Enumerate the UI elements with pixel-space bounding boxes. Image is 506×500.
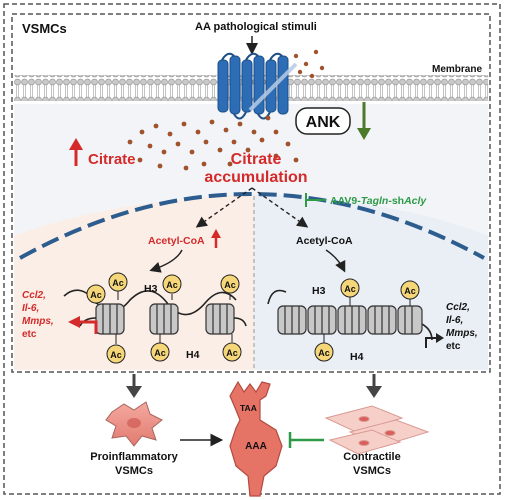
ank-box: [295, 107, 351, 135]
svg-text:Ac: Ac: [404, 286, 416, 296]
aaa-label: AAA: [245, 441, 267, 452]
ank-down-arrow: [357, 102, 371, 140]
membrane-label: Membrane: [432, 64, 482, 75]
svg-text:Ac: Ac: [224, 280, 236, 290]
acetyl-arrow-left: [149, 249, 183, 273]
acetyl-marks-right: Ac Ac Ac: [314, 278, 420, 362]
nucleus-left-panel: [14, 194, 254, 370]
svg-text:Ac: Ac: [344, 284, 356, 294]
histone-h3-right: H3: [312, 285, 326, 297]
svg-text:etc: etc: [446, 341, 461, 352]
aorta-icon: [229, 380, 283, 497]
citrate-up-arrow: [69, 138, 83, 166]
svg-text:etc: etc: [22, 329, 37, 340]
svg-text:Mmps,: Mmps,: [446, 328, 478, 339]
histone-h4-left: H4: [186, 349, 200, 361]
transcription-arrow-right: [425, 333, 444, 348]
svg-text:Ac: Ac: [226, 348, 238, 358]
contractile-cells-icon: [324, 405, 430, 455]
chromatin-left: [63, 289, 247, 335]
down-arrow-right: [366, 374, 382, 398]
genes-right: Ccl2, Il-6, Mmps, etc: [446, 302, 478, 352]
receptor-icon: [217, 52, 298, 120]
svg-text:Ccl2,: Ccl2,: [22, 290, 46, 301]
proinflammatory-label-line2: VSMCs: [115, 465, 153, 477]
acetyl-coa-right: Acetyl-CoA: [296, 235, 353, 247]
histone-h4-right: H4: [350, 351, 364, 363]
citrate-accumulation-line2: accumulation: [204, 169, 307, 186]
svg-text:Ac: Ac: [90, 290, 102, 300]
nuclear-envelope: [19, 192, 485, 260]
inhibitor-label: AAV9-Tagln-shAcly: [330, 195, 427, 207]
down-arrow-left: [126, 374, 142, 398]
svg-text:Ccl2,: Ccl2,: [446, 302, 470, 313]
svg-text:Il-6,: Il-6,: [446, 315, 463, 326]
svg-text:Mmps,: Mmps,: [22, 316, 54, 327]
extracellular-citrate-dots: [293, 49, 325, 79]
svg-text:Ac: Ac: [154, 348, 166, 358]
ank-label: ANK: [306, 114, 341, 131]
svg-text:Ac: Ac: [112, 278, 124, 288]
contractile-label-line2: VSMCs: [353, 465, 391, 477]
svg-text:Ac: Ac: [166, 280, 178, 290]
contractile-label-line1: Contractile: [343, 451, 400, 463]
cell-type-title: VSMCs: [22, 21, 67, 36]
acetyl-coa-up-arrow: [211, 229, 221, 248]
svg-text:Ac: Ac: [318, 348, 330, 358]
acetyl-marks-left: Ac Ac Ac Ac Ac Ac Ac: [86, 272, 242, 364]
acetyl-coa-left: Acetyl-CoA: [148, 235, 205, 247]
stimuli-label: AA pathological stimuli: [195, 21, 317, 33]
taa-label: TAA: [240, 403, 257, 413]
svg-text:Ac: Ac: [110, 350, 122, 360]
svg-text:Il-6,: Il-6,: [22, 303, 39, 314]
chromatin-right: [267, 289, 433, 341]
citrate-label: Citrate: [88, 151, 136, 168]
acetyl-arrow-right: [325, 249, 346, 273]
histone-h3-left: H3: [144, 283, 158, 295]
citrate-accumulation-line1: Citrate: [231, 151, 282, 168]
genes-left: Ccl2, Il-6, Mmps, etc: [22, 290, 54, 340]
proinflammatory-label-line1: Proinflammatory: [90, 451, 178, 463]
transcription-arrow-left: [68, 316, 98, 334]
intracellular-citrate-dots: [127, 115, 299, 171]
